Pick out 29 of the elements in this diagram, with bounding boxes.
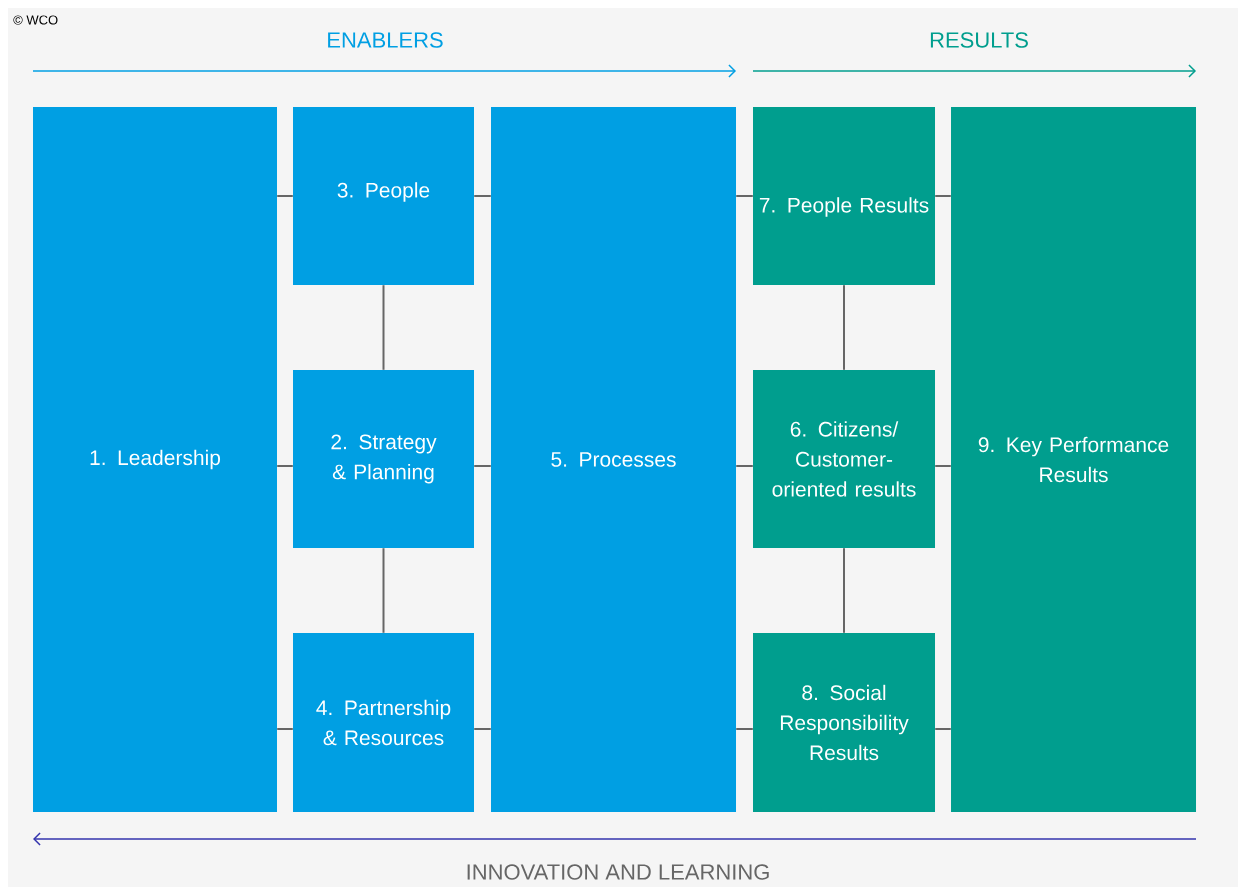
- box-label: 6. Citizens/ Customer-oriented results: [772, 421, 916, 497]
- box-label: 9. Key Performance Results: [978, 436, 1169, 483]
- connector-line: [276, 728, 294, 730]
- box-label: 1. Leadership: [90, 449, 221, 470]
- box-label: 2. Strategy & Planning: [331, 434, 437, 484]
- section-heading: RESULTS: [930, 32, 1028, 48]
- connector-line: [843, 547, 845, 634]
- connector-line: [735, 728, 754, 730]
- connector-line: [735, 195, 754, 197]
- box-label: 8. Social Responsibility Results: [780, 684, 909, 761]
- connector-line: [276, 465, 294, 467]
- box-label: 3. People: [337, 182, 430, 202]
- connector-line: [473, 465, 492, 467]
- connector-line: [473, 728, 492, 730]
- connector-line: [382, 284, 385, 371]
- box-label: 7. People Results: [759, 197, 929, 217]
- copyright-note: © WCO: [13, 15, 58, 25]
- section-heading: INNOVATION AND LEARNING: [467, 864, 769, 880]
- connector-line: [934, 465, 952, 467]
- connector-line: [473, 195, 492, 197]
- connector-line: [934, 728, 952, 730]
- connector-line: [934, 195, 952, 197]
- connector-line: [382, 547, 385, 634]
- connector-line: [843, 284, 845, 371]
- box-label: 4. Partnership & Resources: [316, 699, 451, 746]
- box-label: 5. Processes: [551, 452, 676, 467]
- connector-line: [276, 195, 294, 197]
- connector-line: [735, 465, 754, 467]
- section-heading: ENABLERS: [328, 32, 443, 48]
